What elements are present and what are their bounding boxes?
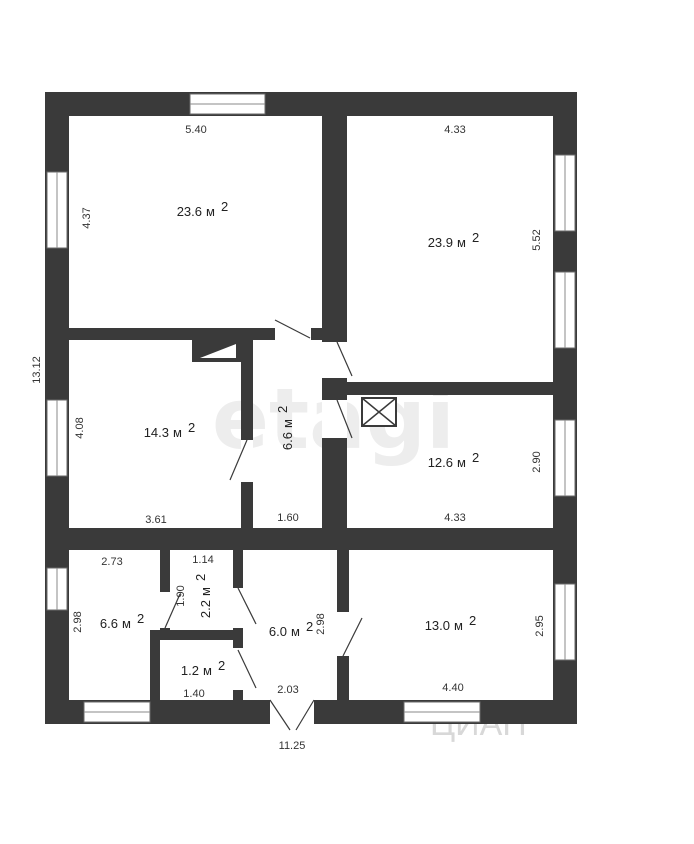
room-1-area: 23.6 (177, 204, 202, 219)
door-1 (274, 319, 311, 340)
room-7-height: 1.90 (175, 585, 187, 606)
svg-text:2: 2 (221, 199, 228, 214)
door-8 (337, 612, 363, 657)
room-9-width: 2.03 (277, 684, 298, 696)
window-right-2 (554, 271, 576, 349)
window-left-1 (46, 171, 68, 249)
svg-text:2: 2 (188, 420, 195, 435)
wall-small-1 (160, 550, 170, 630)
stove-inner (200, 344, 236, 358)
room-9-unit: м (291, 624, 300, 639)
window-left-3 (46, 567, 68, 611)
svg-text:2: 2 (137, 611, 144, 626)
room-10-height: 2.95 (534, 615, 546, 636)
room-7-width: 1.14 (192, 554, 213, 566)
room-6-area: 6.6 (100, 616, 118, 631)
room-4-area: 6.6 (280, 432, 295, 450)
room-10-unit: м (454, 618, 463, 633)
room-2-area: 23.9 (428, 235, 453, 250)
window-right-3 (554, 419, 576, 497)
room-4-width: 1.60 (277, 512, 298, 524)
window-bottom-1 (83, 701, 151, 723)
room-5-unit: м (457, 455, 466, 470)
room-2-height: 5.52 (531, 229, 543, 250)
room-2-unit: м (457, 235, 466, 250)
room-7-unit: м (198, 587, 213, 596)
room-2-width: 4.33 (444, 124, 465, 136)
room-5-height: 2.90 (531, 451, 543, 472)
wall-small-4 (150, 630, 160, 700)
room-10-area: 13.0 (425, 618, 450, 633)
door-6 (233, 587, 257, 628)
room-3-area: 14.3 (144, 425, 169, 440)
wall-center-vertical (322, 116, 347, 536)
room-10-width: 4.40 (442, 682, 463, 694)
window-right-4 (554, 583, 576, 661)
room-7-area-group: 2.2 м 2 (193, 574, 213, 618)
window-top (189, 93, 266, 115)
room-9-area: 6.0 (269, 624, 287, 639)
window-bottom-2 (403, 701, 481, 723)
room-9-height: 2.98 (315, 613, 327, 634)
room-5-width: 4.33 (444, 512, 465, 524)
wall-lower (69, 528, 553, 550)
door-7 (233, 648, 257, 690)
room-8-unit: м (203, 663, 212, 678)
room-6-height: 2.98 (72, 611, 84, 632)
wall-mid-right (347, 382, 553, 395)
svg-text:2: 2 (218, 658, 225, 673)
door-entrance (269, 699, 315, 731)
room-7-area: 2.2 (198, 600, 213, 618)
room-6-unit: м (122, 616, 131, 631)
svg-text:2: 2 (275, 406, 290, 413)
svg-text:2: 2 (306, 619, 313, 634)
window-left-2 (46, 399, 68, 477)
room-1-unit: м (206, 204, 215, 219)
room-4-unit: м (280, 419, 295, 428)
room-1-height: 4.37 (81, 207, 93, 228)
svg-text:2: 2 (472, 230, 479, 245)
room-5-area: 12.6 (428, 455, 453, 470)
overall-height: 13.12 (31, 356, 43, 384)
room-1-width: 5.40 (185, 124, 206, 136)
room-3-width: 3.61 (145, 514, 166, 526)
room-4-area-group: 6.6 м 2 (275, 406, 295, 450)
room-3-height: 4.08 (74, 417, 86, 438)
wall-corridor-left (241, 340, 253, 528)
door-3 (322, 399, 353, 439)
wall-small-3 (150, 630, 243, 640)
door-5 (160, 592, 181, 629)
door-4 (229, 439, 253, 482)
room-6-width: 2.73 (101, 556, 122, 568)
wall-mid-left (69, 328, 322, 340)
room-8-width: 1.40 (183, 688, 204, 700)
room-3-unit: м (173, 425, 182, 440)
room-8-area: 1.2 (181, 663, 199, 678)
overall-width: 11.25 (279, 740, 306, 752)
wall-top (45, 92, 577, 116)
svg-text:2: 2 (193, 574, 208, 581)
window-right-1 (554, 154, 576, 232)
svg-text:2: 2 (469, 613, 476, 628)
svg-text:2: 2 (472, 450, 479, 465)
door-2 (322, 341, 353, 378)
